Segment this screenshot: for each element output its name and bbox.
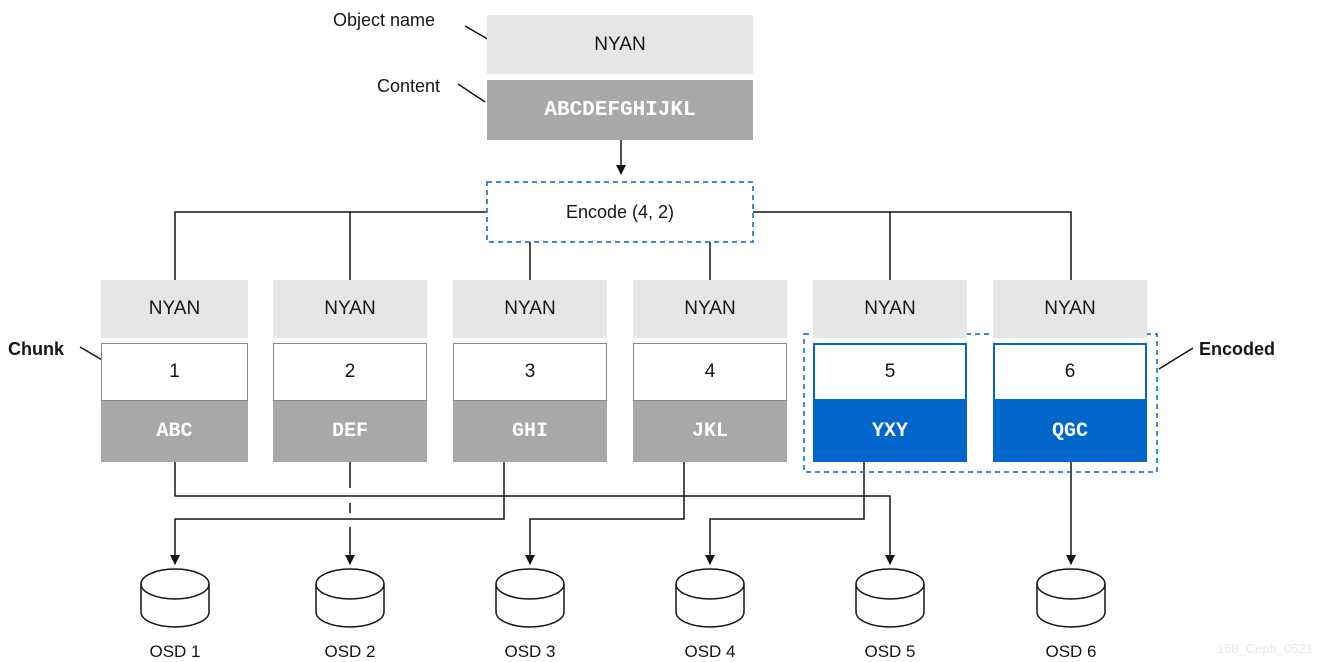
encode-dashed-frame: [486, 181, 754, 243]
chunk-2-name: NYAN: [273, 280, 427, 338]
chunk-3-number: 3: [453, 343, 607, 401]
osd-2-label: OSD 2: [324, 642, 376, 661]
osd-5-disk-icon: [855, 568, 925, 628]
osd-6-disk-icon: [1036, 568, 1106, 628]
chunk-4-name: NYAN: [633, 280, 787, 338]
chunk-1-data: ABC: [101, 401, 248, 462]
chunk-4-number: 4: [633, 343, 787, 401]
chunk-5-data: YXY: [813, 401, 967, 462]
osd-1-disk-icon: [140, 568, 210, 628]
encoded-pointer: [1158, 347, 1194, 370]
encoded-dashed-frame: [803, 333, 1158, 473]
route-chunk3-osd1: [170, 462, 505, 565]
osd-5-label: OSD 5: [864, 642, 916, 661]
chunk-1-number: 1: [101, 343, 248, 401]
chunk-5-name: NYAN: [813, 280, 967, 338]
osd-4-disk-icon: [675, 568, 745, 628]
osd-2-disk-icon: [315, 568, 385, 628]
encode-bus-left: [174, 211, 486, 280]
chunk-2-number: 2: [273, 343, 427, 401]
osd-3-label: OSD 3: [504, 642, 556, 661]
chunk-label: Chunk: [8, 339, 64, 359]
chunk-6-data: QGC: [993, 401, 1147, 462]
content-label: Content: [377, 76, 441, 96]
object-name-label: Object name: [333, 10, 436, 30]
osd-6-label: OSD 6: [1045, 642, 1097, 661]
route-chunk5-osd4: [705, 462, 865, 565]
route-chunk1-osd5: [174, 462, 895, 565]
chunk-3-data: GHI: [453, 401, 607, 462]
chunk-4-data: JKL: [633, 401, 787, 462]
encoded-label: Encoded: [1199, 339, 1276, 359]
osd-1-label: OSD 1: [149, 642, 201, 661]
figure-code: 158_Ceph_0521: [1216, 641, 1313, 656]
encode-box: Encode (4, 2): [488, 183, 752, 241]
object-name-box: NYAN: [487, 15, 753, 74]
chunk-6-name: NYAN: [993, 280, 1147, 338]
chunk-5-number: 5: [813, 343, 967, 401]
chunk-3-name: NYAN: [453, 280, 607, 338]
chunk-1-name: NYAN: [101, 280, 248, 338]
chunk-6-number: 6: [993, 343, 1147, 401]
encode-bus-right: [753, 211, 1072, 280]
object-content-box: ABCDEFGHIJKL: [487, 80, 753, 140]
osd-3-disk-icon: [495, 568, 565, 628]
chunk-2-data: DEF: [273, 401, 427, 462]
route-chunk4-osd3: [525, 462, 685, 565]
osd-4-label: OSD 4: [684, 642, 736, 661]
content-pointer: [457, 83, 486, 103]
